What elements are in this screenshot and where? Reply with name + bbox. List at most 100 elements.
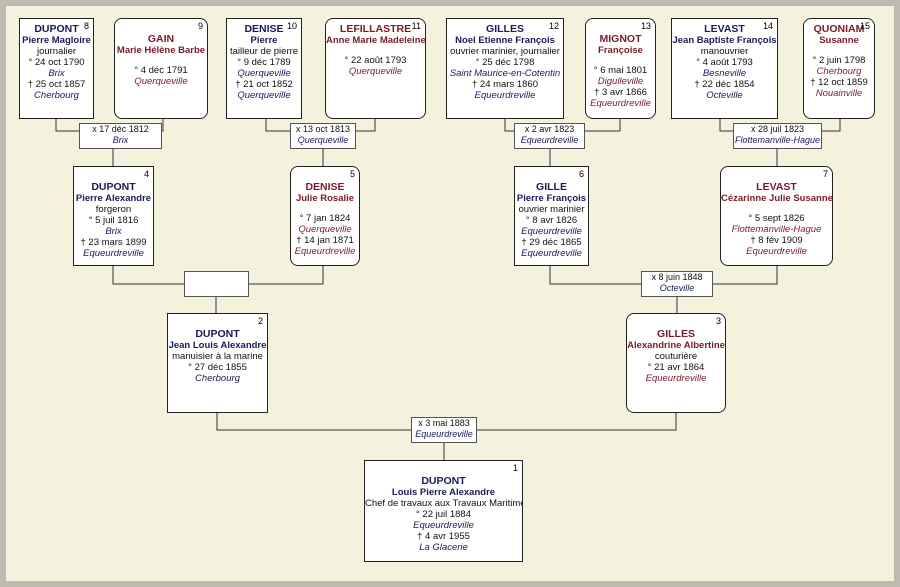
birth-date: ° 21 avr 1864 xyxy=(647,362,705,373)
birth-place: Brix xyxy=(105,226,122,237)
marriage-place: Equeurdreville xyxy=(520,135,579,145)
person-number: 8 xyxy=(83,21,89,31)
person-given-names: Jean Louis Alexandre xyxy=(168,340,267,351)
person-given-names: Pierre François xyxy=(516,193,587,204)
death-place: Equeurdreville xyxy=(521,248,582,259)
person-card-4[interactable]: 4 DUPONT Pierre Alexandre forgeron ° 5 j… xyxy=(73,166,154,266)
person-card-2[interactable]: 2 DUPONT Jean Louis Alexandre manuisier … xyxy=(167,313,268,413)
marriage-box-2-3[interactable]: x 3 mai 1883 Equeurdreville xyxy=(411,417,477,443)
death-date: † 25 oct 1857 xyxy=(27,79,86,90)
marriage-box-6-7[interactable]: x 8 juin 1848 Octeville xyxy=(641,271,713,297)
marriage-box-4-5[interactable] xyxy=(184,271,249,297)
person-occupation: ouvrier marinier, journalier xyxy=(450,46,560,57)
death-place: Octeville xyxy=(706,90,743,101)
person-card-5[interactable]: 5 DENISE Julie Rosalie ° 7 jan 1824 Quer… xyxy=(290,166,360,266)
person-number: 6 xyxy=(578,169,584,179)
death-date: † 21 oct 1852 xyxy=(235,79,293,90)
person-card-6[interactable]: 6 GILLE Pierre François ouvrier marinier… xyxy=(514,166,589,266)
death-date: † 12 oct 1859 xyxy=(810,77,868,88)
birth-date: ° 25 déc 1798 xyxy=(475,57,535,68)
person-card-7[interactable]: 7 LEVAST Cézarinne Julie Susanne ° 5 sep… xyxy=(720,166,833,266)
person-number: 3 xyxy=(715,316,721,326)
birth-place: Equeurdreville xyxy=(413,520,474,531)
death-date: † 4 avr 1955 xyxy=(417,531,470,542)
marriage-place: Brix xyxy=(112,135,129,145)
person-number: 7 xyxy=(822,169,828,179)
birth-date: ° 5 juil 1816 xyxy=(88,215,139,226)
person-surname: DENISE xyxy=(305,181,345,193)
person-occupation: tailleur de pierre xyxy=(229,46,299,57)
person-surname: LEFILLASTRE xyxy=(339,23,412,35)
birth-date: ° 27 déc 1855 xyxy=(188,362,247,373)
person-card-10[interactable]: 10 DENISE Pierre tailleur de pierre ° 9 … xyxy=(226,18,302,119)
birth-place: Flottemanville-Hague xyxy=(731,224,822,235)
person-surname: GILLES xyxy=(657,328,695,340)
marriage-date: x 17 déc 1812 xyxy=(92,124,149,134)
person-surname: GILLE xyxy=(536,181,567,193)
birth-place: Brix xyxy=(48,68,65,79)
birth-place: Digulleville xyxy=(597,76,644,87)
death-date: † 8 fév 1909 xyxy=(750,235,803,246)
person-card-9[interactable]: 9 GAIN Marie Hélène Barbe ° 4 déc 1791 Q… xyxy=(114,18,208,119)
marriage-box-10-11[interactable]: x 13 oct 1813 Querqueville xyxy=(290,123,356,149)
person-card-1[interactable]: 1 DUPONT Louis Pierre Alexandre Chef de … xyxy=(364,460,523,562)
marriage-date: x 13 oct 1813 xyxy=(295,124,351,134)
person-card-14[interactable]: 14 LEVAST Jean Baptiste François manouvr… xyxy=(671,18,778,119)
person-card-13[interactable]: 13 MIGNOT Françoise ° 6 mai 1801 Digulle… xyxy=(585,18,656,119)
death-date: † 22 déc 1854 xyxy=(694,79,755,90)
marriage-box-12-13[interactable]: x 2 avr 1823 Equeurdreville xyxy=(514,123,585,149)
marriage-place: Octeville xyxy=(659,283,695,293)
person-card-11[interactable]: 11 LEFILLASTRE Anne Marie Madeleine ° 22… xyxy=(325,18,426,119)
birth-place: Querqueville xyxy=(298,224,352,235)
person-occupation: journalier xyxy=(36,46,77,57)
person-card-15[interactable]: 15 QUONIAM Susanne ° 2 juin 1798 Cherbou… xyxy=(803,18,875,119)
marriage-place: Flottemanville-Hague xyxy=(734,135,821,145)
birth-date: ° 5 sept 1826 xyxy=(748,213,805,224)
person-given-names: Pierre xyxy=(250,35,278,46)
person-card-3[interactable]: 3 GILLES Alexandrine Albertine couturièr… xyxy=(626,313,726,413)
person-number: 11 xyxy=(411,21,421,31)
birth-date: ° 2 juin 1798 xyxy=(812,55,866,66)
person-given-names: Cézarinne Julie Susanne xyxy=(721,193,833,204)
person-surname: DENISE xyxy=(244,23,284,35)
person-given-names: Françoise xyxy=(598,45,643,56)
person-given-names: Noel Etienne François xyxy=(455,35,555,46)
person-card-8[interactable]: 8 DUPONT Pierre Magloire journalier ° 24… xyxy=(19,18,94,119)
person-number: 2 xyxy=(257,316,263,326)
person-given-names: Pierre Magloire xyxy=(22,35,91,46)
person-occupation: couturière xyxy=(654,351,698,362)
person-given-names: Pierre Alexandre xyxy=(75,193,152,204)
marriage-box-14-15[interactable]: x 28 juil 1823 Flottemanville-Hague xyxy=(733,123,822,149)
birth-place: Querqueville xyxy=(134,76,188,87)
person-occupation: ouvrier marinier xyxy=(518,204,585,215)
death-date: † 23 mars 1899 xyxy=(80,237,147,248)
marriage-box-4-5-parents[interactable]: x 17 déc 1812 Brix xyxy=(79,123,162,149)
death-date: † 24 mars 1860 xyxy=(471,79,538,90)
person-surname: DUPONT xyxy=(91,181,136,193)
person-number: 10 xyxy=(286,21,297,31)
person-number: 12 xyxy=(548,21,559,31)
birth-date: ° 7 jan 1824 xyxy=(299,213,351,224)
person-occupation: manuisier à la marine xyxy=(172,351,263,362)
death-place: La Glacerie xyxy=(419,542,468,553)
person-surname: MIGNOT xyxy=(599,33,642,45)
marriage-date: x 2 avr 1823 xyxy=(524,124,575,134)
person-surname: LEVAST xyxy=(704,23,745,35)
person-number: 1 xyxy=(512,463,518,473)
person-given-names: Alexandrine Albertine xyxy=(627,340,725,351)
person-number: 15 xyxy=(859,21,870,31)
person-card-12[interactable]: 12 GILLES Noel Etienne François ouvrier … xyxy=(446,18,564,119)
person-occupation: Chef de travaux aux Travaux Maritimes xyxy=(365,498,523,509)
person-given-names: Louis Pierre Alexandre xyxy=(391,487,496,498)
person-given-names: Marie Hélène Barbe xyxy=(116,45,206,56)
death-place: Equeurdreville xyxy=(294,246,356,257)
person-number: 9 xyxy=(197,21,203,31)
birth-place: Equeurdreville xyxy=(645,373,707,384)
birth-date: ° 4 déc 1791 xyxy=(134,65,188,76)
person-surname: GAIN xyxy=(147,33,175,45)
death-date: † 3 avr 1866 xyxy=(594,87,647,98)
person-surname: DUPONT xyxy=(421,475,466,487)
birth-place: Querqueville xyxy=(237,68,291,79)
